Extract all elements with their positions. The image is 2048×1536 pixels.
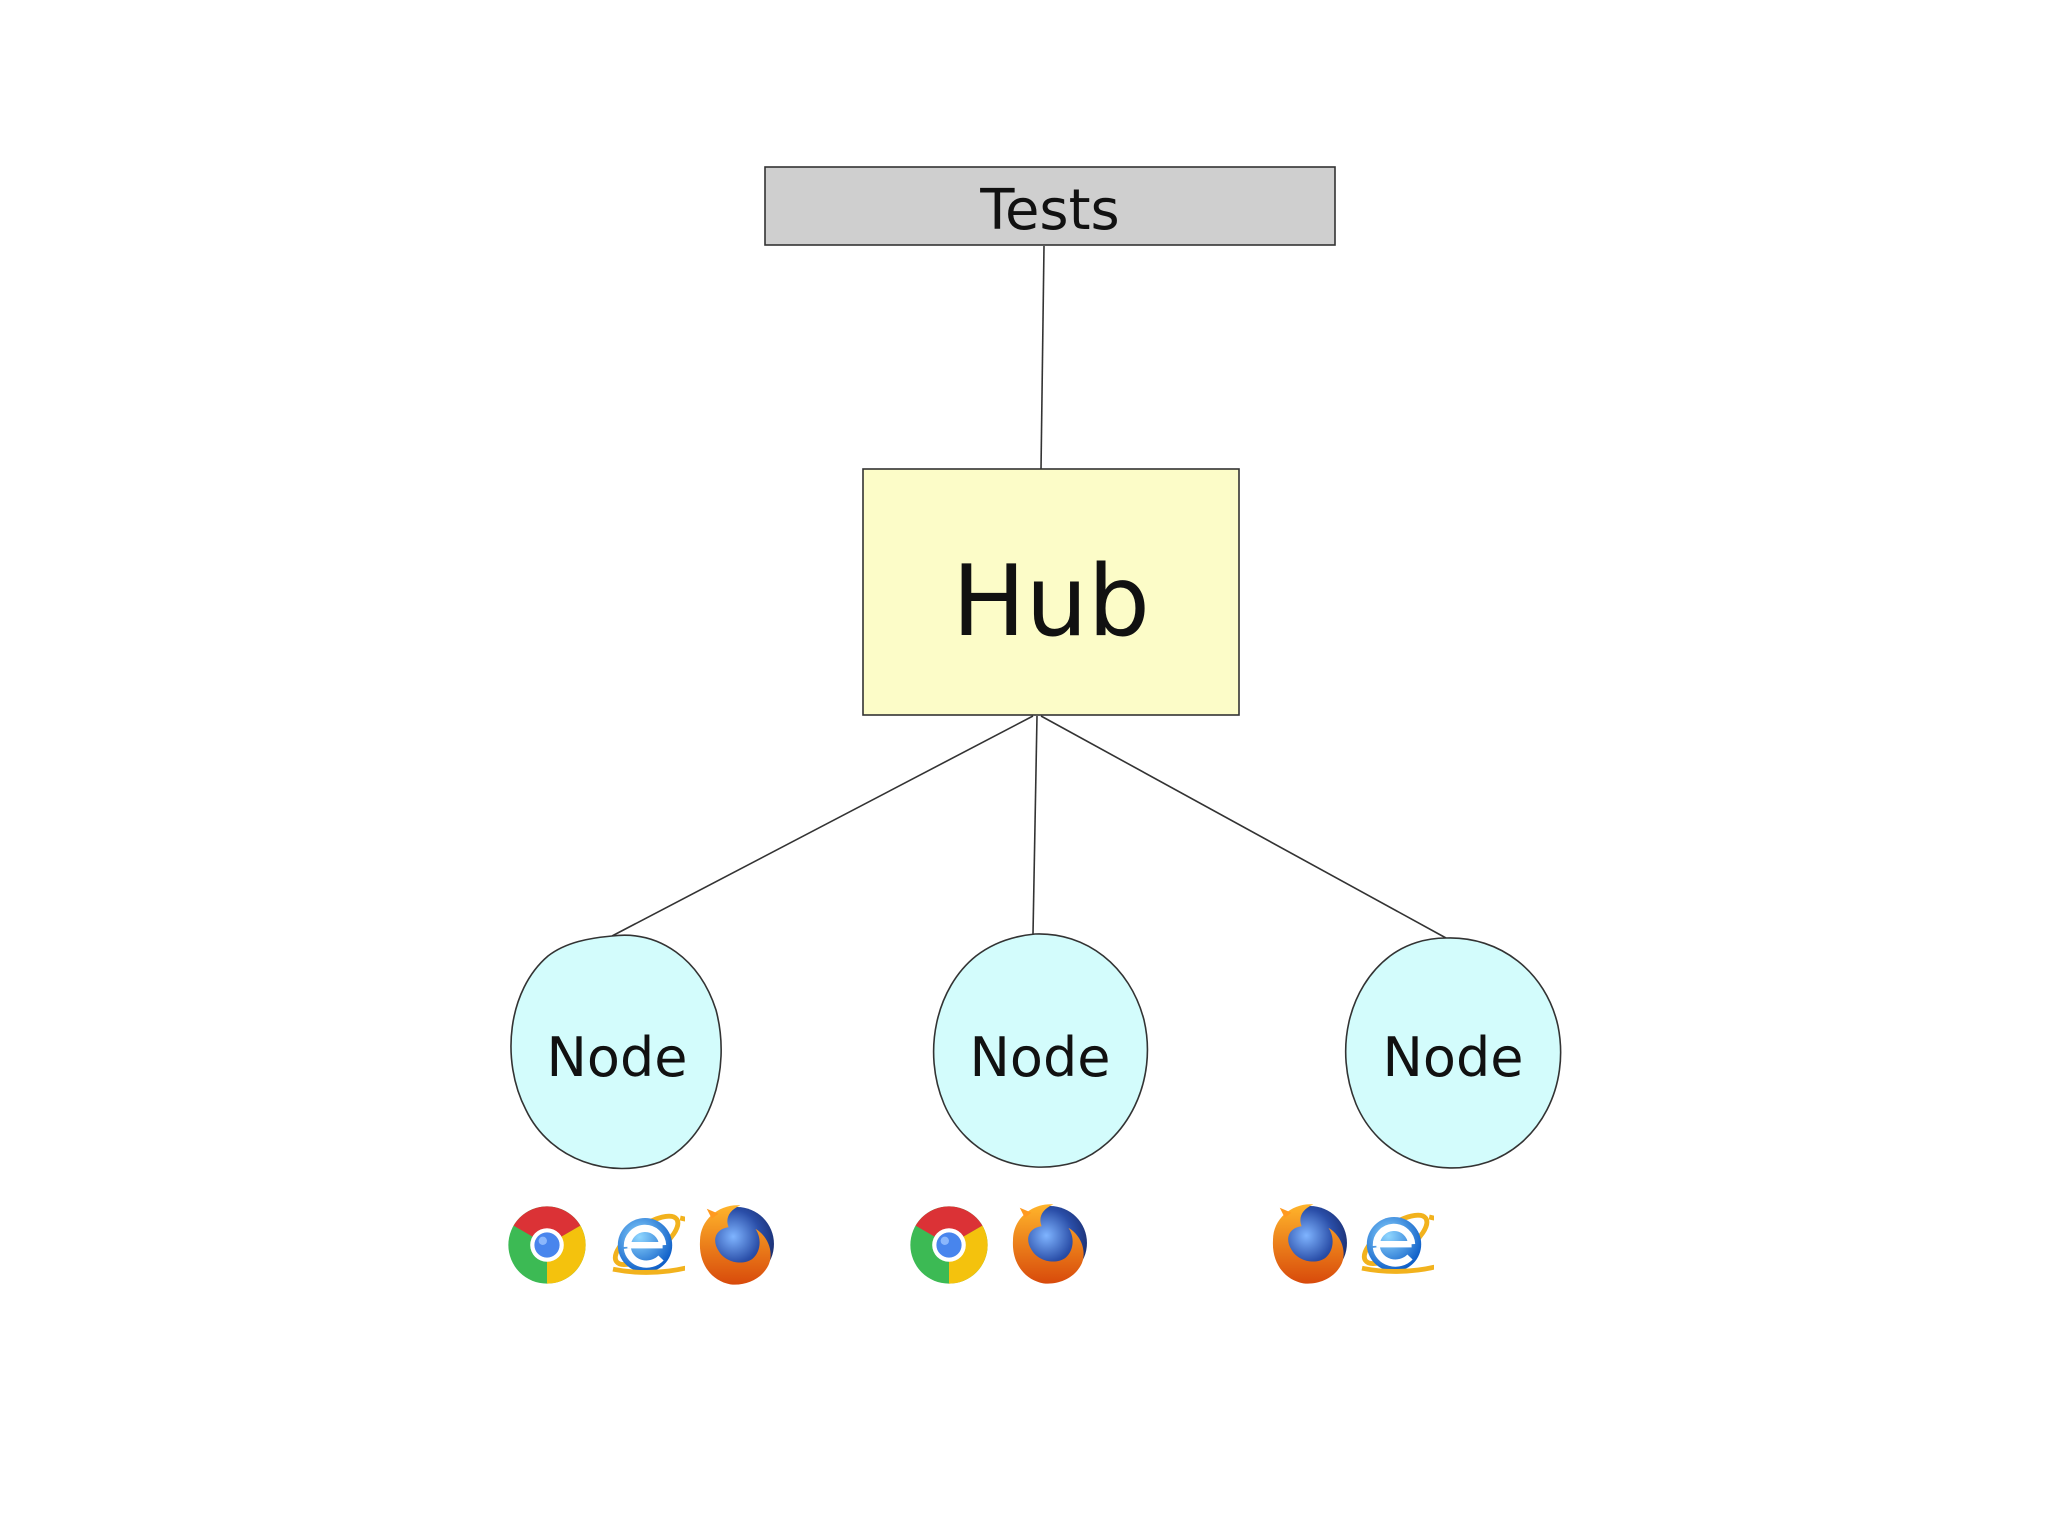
firefox-icon <box>699 1205 774 1285</box>
line-hub-node-2 <box>1032 715 1038 935</box>
firefox-icon <box>1012 1204 1087 1284</box>
line-tests-hub <box>1040 245 1045 471</box>
node-1-label: Node <box>547 1026 688 1089</box>
node-3-browsers <box>1272 1204 1469 1284</box>
node-2: Node <box>932 933 1149 1168</box>
node-2-label: Node <box>970 1026 1111 1089</box>
ie-icon <box>1357 1206 1469 1272</box>
node-1: Node <box>510 934 722 1170</box>
line-hub-node-1 <box>611 715 1034 937</box>
tests-box: Tests <box>764 166 1336 246</box>
hub-box: Hub <box>862 468 1240 716</box>
chrome-icon <box>508 1206 586 1284</box>
hub-label: Hub <box>952 545 1150 659</box>
line-hub-node-3 <box>1040 715 1447 939</box>
node-3: Node <box>1344 937 1562 1169</box>
tests-label: Tests <box>979 178 1119 243</box>
node-1-browsers <box>508 1205 774 1285</box>
node-2-browsers <box>910 1204 1087 1284</box>
node-3-label: Node <box>1383 1026 1524 1089</box>
chrome-icon <box>910 1206 988 1284</box>
connector-lines <box>611 245 1447 939</box>
firefox-icon <box>1272 1204 1347 1284</box>
